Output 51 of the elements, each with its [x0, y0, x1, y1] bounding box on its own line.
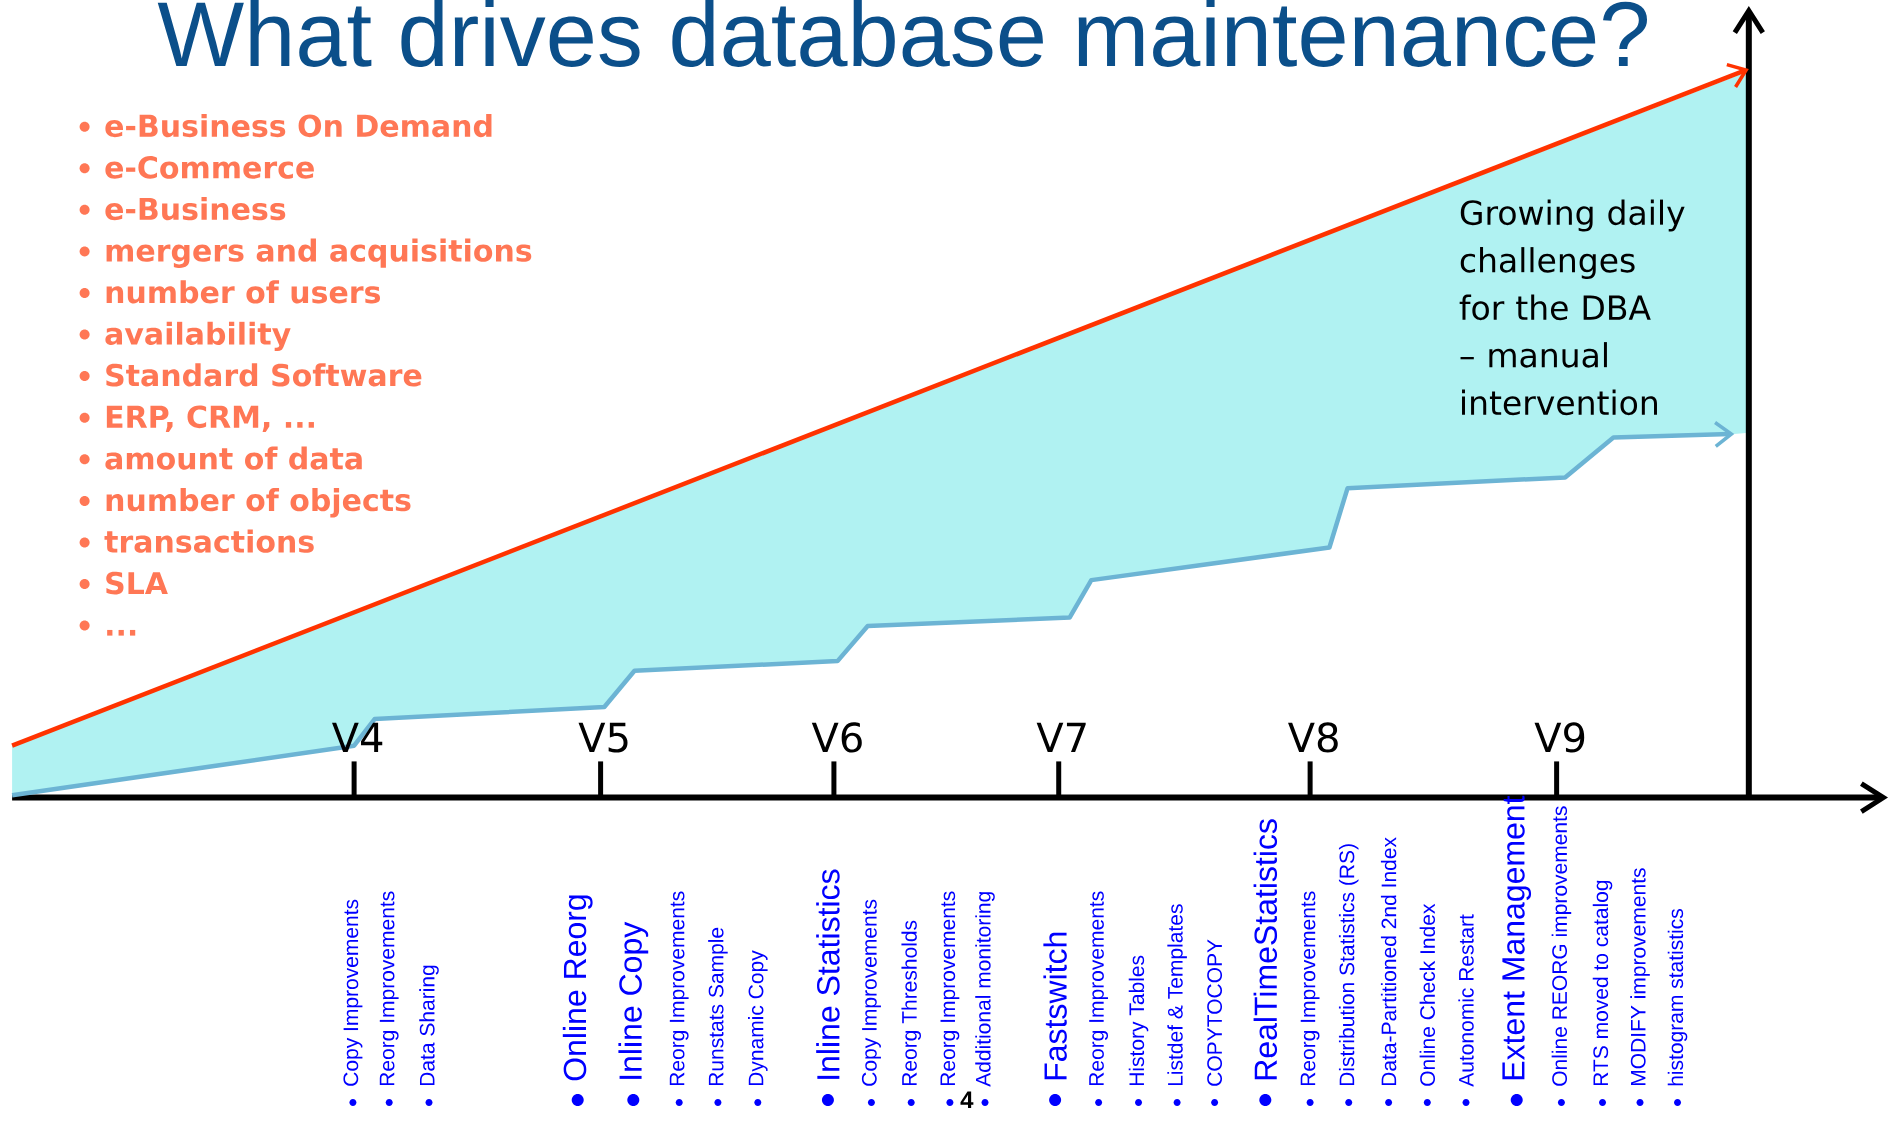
- bullet-item: Standard Software: [79, 363, 422, 387]
- feature-item: histogram statistics: [1667, 909, 1688, 1106]
- feature-item: MODIFY improvements: [1630, 868, 1650, 1106]
- slide-title: What drives database maintenance?: [157, 0, 1647, 67]
- feature-item: Data Sharing: [419, 965, 439, 1106]
- version-label: V9: [1534, 722, 1585, 753]
- feature-item: Inline Copy: [618, 921, 649, 1106]
- feature-item: Online Reorg: [562, 895, 593, 1106]
- feature-item: Extent Management: [1502, 795, 1532, 1106]
- feature-item: Reorg Improvements: [1300, 891, 1320, 1106]
- feature-item: RTS moved to catalog: [1592, 880, 1613, 1106]
- feature-item: Copy Improvements: [861, 899, 881, 1106]
- feature-item: Reorg Thresholds: [901, 920, 921, 1106]
- feature-item: Reorg Improvements: [1089, 891, 1108, 1106]
- note-text: Growing daily challenges for the DBA – manual intervention: [1459, 199, 1685, 416]
- feature-item: Dynamic Copy: [748, 950, 768, 1106]
- bullet-item: number of users: [79, 280, 380, 304]
- feature-item: Online Check Index: [1419, 903, 1436, 1106]
- version-label: V7: [1036, 722, 1086, 752]
- version-label: V6: [811, 722, 862, 753]
- bullet-item: transactions: [79, 529, 314, 553]
- feature-item: Reorg Improvements: [379, 891, 399, 1106]
- bullet-item: mergers and acquisitions: [79, 238, 532, 268]
- feature-item: Reorg Improvements: [940, 891, 960, 1106]
- feature-item: Reorg Improvements: [669, 891, 689, 1106]
- feature-item: COPYTOCOPY: [1207, 939, 1223, 1106]
- feature-item: Online REORG improvements: [1551, 806, 1572, 1106]
- bullet-item: e-Business On Demand: [79, 113, 492, 138]
- feature-item: Inline Statistics: [816, 869, 840, 1106]
- feature-item: Runstats Sample: [708, 927, 728, 1106]
- feature-item: Copy Improvements: [343, 899, 363, 1106]
- feature-item: Fastswitch: [1043, 932, 1067, 1106]
- version-label: V8: [1288, 722, 1338, 753]
- version-label: V5: [578, 722, 628, 753]
- bullet-item: ...: [79, 620, 136, 636]
- bullet-item: SLA: [79, 571, 168, 595]
- feature-item: RealTimeStatistics: [1253, 819, 1278, 1106]
- bullet-item: number of objects: [79, 488, 411, 518]
- bullet-item: e-Commerce: [79, 156, 314, 179]
- feature-item: History Tables: [1128, 955, 1149, 1106]
- bullet-item: amount of data: [79, 446, 362, 470]
- feature-item: Additional monitoring: [975, 892, 995, 1106]
- bullet-item: ERP, CRM, ...: [79, 405, 314, 432]
- page-number: 4: [960, 1091, 974, 1108]
- feature-item: Listdef & Templates: [1167, 904, 1187, 1106]
- feature-item: Autonomic Restart: [1458, 914, 1474, 1106]
- version-label: V4: [332, 722, 383, 752]
- bullet-item: e-Business: [79, 197, 286, 221]
- bullet-item: availability: [79, 321, 291, 352]
- feature-item: Data-Partitioned 2nd Index: [1380, 837, 1397, 1106]
- feature-item: Distribution Statistics (RS): [1338, 844, 1359, 1106]
